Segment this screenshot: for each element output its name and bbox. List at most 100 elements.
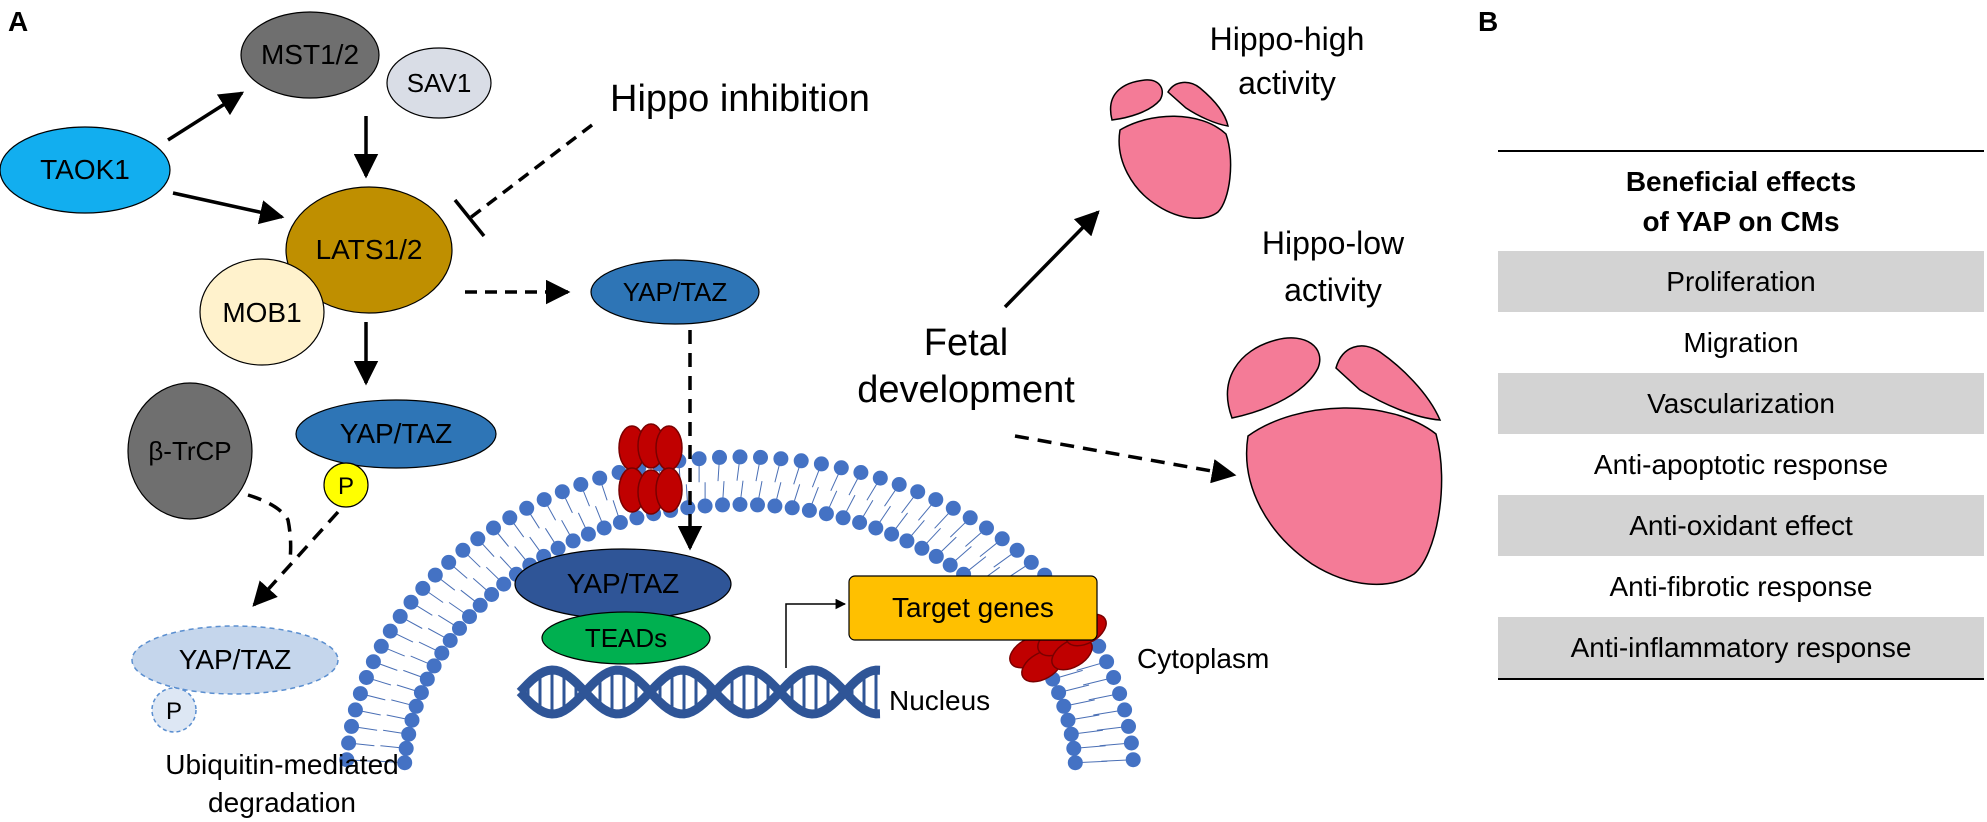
beneficial-effects-table: Beneficial effects of YAP on CMs Prolife… (1498, 150, 1984, 680)
ubiquitin-label-line1: Ubiquitin-mediated (165, 749, 398, 780)
lipid-head (397, 755, 413, 771)
lipid-head (1112, 686, 1128, 702)
yap-phos-node: YAP/TAZ (295, 399, 497, 469)
lipid-head (899, 533, 915, 549)
lipid-head (358, 670, 374, 685)
lipid-head (352, 686, 368, 702)
lipid-head (962, 510, 978, 526)
yap-nucleus-label: YAP/TAZ (567, 568, 680, 599)
arrow-btrcp-degradation (247, 493, 293, 561)
lipid-head (519, 500, 535, 516)
lipid-head (592, 470, 608, 486)
membrane-channel-top (618, 423, 683, 515)
lipid-head (1123, 735, 1139, 751)
lipid-head (470, 531, 486, 547)
lipid-tail (434, 574, 481, 606)
lats-label: LATS1/2 (316, 234, 423, 265)
lipid-head (732, 497, 748, 512)
lipid-head (452, 620, 467, 636)
lats-node: LATS1/2 (285, 186, 453, 314)
lipid-head (750, 497, 765, 513)
lipid-tail (448, 562, 492, 595)
lipid-tail (1063, 693, 1120, 707)
hippo-low-label-line2: activity (1284, 272, 1382, 308)
yap-degraded-label: YAP/TAZ (179, 644, 292, 675)
ubiquitin-label-line2: degradation (208, 787, 356, 818)
lipid-tail (493, 527, 531, 566)
lipid-head (680, 500, 696, 516)
table-row: Anti-apoptotic response (1593, 448, 1889, 480)
table-row: Vascularization (1498, 373, 1984, 434)
phosphate-node: P (323, 462, 369, 508)
panel-b-label: B (1478, 6, 1499, 37)
lipid-tail (1058, 677, 1114, 694)
phosphate-label: P (338, 473, 354, 500)
lipid-head (852, 515, 868, 530)
lipid-head (580, 526, 596, 542)
lipid-head (554, 484, 570, 500)
lipid-tail (366, 677, 422, 694)
lipid-head (732, 449, 748, 465)
mob-label: MOB1 (222, 297, 301, 328)
lipid-head (455, 542, 471, 558)
lipid-tail (509, 517, 545, 557)
arrow-taok-mst (167, 91, 245, 142)
hippo-low-label-line1: Hippo-low (1262, 225, 1405, 261)
lipid-head (427, 567, 443, 583)
lipid-tail (1071, 725, 1129, 735)
lipid-head (404, 712, 420, 728)
yap-top-node: YAP/TAZ (590, 259, 760, 325)
lipid-head (979, 520, 994, 536)
lipid-head (818, 506, 834, 522)
lipid-head (793, 453, 809, 469)
yap-degraded-node: YAP/TAZ (131, 625, 339, 695)
sav-label: SAV1 (407, 68, 472, 98)
arrow-fetal-low (1014, 434, 1237, 484)
lipid-head (486, 520, 501, 536)
hippo-pathway-diagram: MST1/2 SAV1 TAOK1 LATS1/2 MOB1 YAP/TAZ Y… (0, 11, 1443, 818)
lipid-head (1060, 712, 1076, 728)
lipid-head (408, 698, 424, 714)
teads-label: TEADs (585, 623, 667, 653)
dna-helix (516, 665, 881, 719)
lipid-head (365, 654, 381, 670)
lipid-head (1117, 702, 1133, 718)
lipid-tail (921, 507, 954, 549)
lipid-head (891, 477, 907, 492)
table-header: Beneficial effects of YAP on CMs (1498, 150, 1984, 251)
lipid-head (382, 623, 398, 639)
lipid-head (928, 492, 944, 508)
lipid-tail (1073, 742, 1132, 749)
hippo-inhibition-label: Hippo inhibition (610, 78, 870, 120)
table-row: Proliferation (1498, 250, 1984, 312)
lipid-head (1009, 542, 1025, 558)
lipid-tail (906, 499, 937, 542)
lipid-tail (348, 742, 407, 749)
lipid-head (1125, 752, 1141, 768)
lipid-tail (381, 645, 435, 667)
lipid-head (496, 576, 512, 592)
lipid-tail (935, 517, 971, 557)
yap-top-label: YAP/TAZ (623, 277, 728, 307)
lipid-head (691, 451, 707, 467)
lipid-head (629, 510, 645, 526)
lipid-head (1063, 726, 1079, 742)
lipid-head (413, 685, 429, 701)
lipid-head (1056, 698, 1072, 714)
lipid-head (1091, 638, 1107, 654)
lipid-head (1023, 554, 1039, 570)
lipid-head (813, 456, 829, 472)
hippo-inhibition-line (453, 123, 594, 238)
lipid-head (502, 510, 518, 526)
nucleus-label: Nucleus (889, 685, 990, 716)
lipid-head (341, 735, 357, 751)
lipid-head (462, 609, 477, 625)
lipid-head (434, 645, 450, 661)
lipid-tail (477, 538, 517, 575)
lipid-tail (390, 630, 443, 654)
lipid-tail (949, 527, 987, 566)
arrow-transcription (785, 598, 847, 668)
mst-node: MST1/2 (240, 11, 380, 99)
lipid-head (565, 533, 581, 549)
lipid-tail (399, 615, 451, 641)
